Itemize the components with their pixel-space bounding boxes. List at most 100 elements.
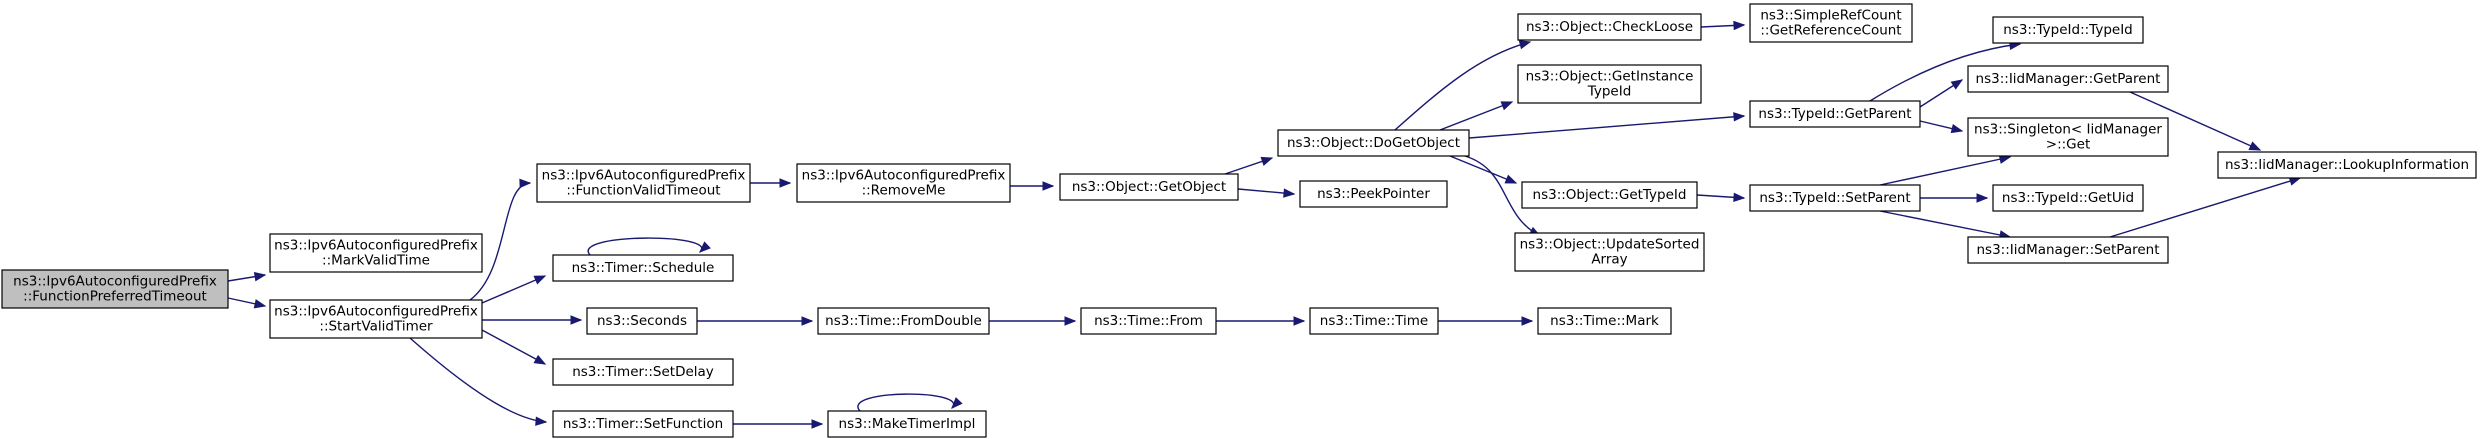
edge-setFunction-to-makeTimer xyxy=(733,419,824,429)
node-startValid[interactable]: ns3::Ipv6AutoconfiguredPrefix::StartVali… xyxy=(269,299,483,339)
node-timeMark[interactable]: ns3::Time::Mark xyxy=(1537,307,1672,335)
node-doGetObject[interactable]: ns3::Object::DoGetObject xyxy=(1277,129,1470,157)
node-box[interactable] xyxy=(1277,129,1470,157)
node-checkLoose[interactable]: ns3::Object::CheckLoose xyxy=(1517,13,1702,41)
edge-iidGetParent-to-lookupInfo xyxy=(2129,91,2262,151)
node-label: ::RemoveMe xyxy=(862,183,946,199)
edge-startValid-to-seconds xyxy=(482,315,583,325)
node-box[interactable] xyxy=(1521,181,1698,209)
node-typeSetParent[interactable]: ns3::TypeId::SetParent xyxy=(1749,184,1921,212)
node-box[interactable] xyxy=(1080,307,1217,335)
node-lookupInfo[interactable]: ns3::IidManager::LookupInformation xyxy=(2217,151,2477,179)
edge-startValid-to-setDelay xyxy=(481,329,547,365)
node-label: ns3::Timer::Schedule xyxy=(572,260,715,276)
node-label: ns3::Object::DoGetObject xyxy=(1287,135,1460,151)
node-label: ns3::Object::GetTypeId xyxy=(1533,187,1687,203)
node-iidSetParent[interactable]: ns3::IidManager::SetParent xyxy=(1967,236,2169,264)
node-funcValid[interactable]: ns3::Ipv6AutoconfiguredPrefix::FunctionV… xyxy=(536,163,751,203)
edge-seconds-to-fromDouble xyxy=(697,316,814,326)
node-label: ns3::TypeId::GetParent xyxy=(1758,106,1911,122)
node-label: ns3::Ipv6AutoconfiguredPrefix xyxy=(802,168,1006,184)
edge-getObject-to-peekPointer xyxy=(1237,188,1296,198)
node-box[interactable] xyxy=(1299,180,1448,208)
edge-typeSetParent-to-singletonGet xyxy=(1879,154,2012,186)
node-box[interactable] xyxy=(552,410,734,438)
node-label: ns3::Ipv6AutoconfiguredPrefix xyxy=(274,304,478,320)
node-removeMe[interactable]: ns3::Ipv6AutoconfiguredPrefix::RemoveMe xyxy=(796,163,1011,203)
node-box[interactable] xyxy=(1,269,229,309)
node-box[interactable] xyxy=(817,307,990,335)
node-box[interactable] xyxy=(1749,100,1921,128)
node-root[interactable]: ns3::Ipv6AutoconfiguredPrefix::FunctionP… xyxy=(1,269,229,309)
node-box[interactable] xyxy=(1992,184,2144,212)
node-setDelay[interactable]: ns3::Timer::SetDelay xyxy=(552,358,734,386)
node-box[interactable] xyxy=(796,163,1011,203)
node-box[interactable] xyxy=(586,307,698,335)
edge-doGetObject-to-typeGetParent xyxy=(1468,112,1746,139)
node-label: ns3::Timer::SetDelay xyxy=(572,364,714,380)
edge-root-to-startValid xyxy=(227,297,267,309)
nodes-layer: ns3::Ipv6AutoconfiguredPrefix::FunctionP… xyxy=(1,3,2477,438)
node-box[interactable] xyxy=(269,299,483,339)
node-peekPointer[interactable]: ns3::PeekPointer xyxy=(1299,180,1448,208)
node-label: ns3::Time::From xyxy=(1094,313,1203,329)
node-box[interactable] xyxy=(1514,232,1705,272)
node-box[interactable] xyxy=(1537,307,1672,335)
node-simpleRef[interactable]: ns3::SimpleRefCount::GetReferenceCount xyxy=(1749,3,1913,43)
node-box[interactable] xyxy=(1309,307,1439,335)
node-label: ns3::Ipv6AutoconfiguredPrefix xyxy=(13,274,217,290)
node-markValid[interactable]: ns3::Ipv6AutoconfiguredPrefix::MarkValid… xyxy=(269,233,483,273)
node-box[interactable] xyxy=(1517,64,1702,104)
node-box[interactable] xyxy=(1967,236,2169,264)
edge-doGetObject-to-checkLoose xyxy=(1394,40,1532,131)
node-box[interactable] xyxy=(1749,3,1913,43)
edge-schedule-to-schedule xyxy=(587,237,711,256)
node-singletonGet[interactable]: ns3::Singleton< IidManager >::Get xyxy=(1967,117,2169,157)
node-box[interactable] xyxy=(1517,13,1702,41)
node-typeTypeId[interactable]: ns3::TypeId::TypeId xyxy=(1992,16,2144,44)
node-timeTime[interactable]: ns3::Time::Time xyxy=(1309,307,1439,335)
node-box[interactable] xyxy=(269,233,483,273)
edge-makeTimer-to-makeTimer xyxy=(857,393,963,412)
node-label: ns3::Time::Time xyxy=(1320,313,1428,329)
node-box[interactable] xyxy=(552,358,734,386)
node-setFunction[interactable]: ns3::Timer::SetFunction xyxy=(552,410,734,438)
node-box[interactable] xyxy=(1059,173,1239,201)
node-label: ns3::IidManager::SetParent xyxy=(1977,242,2160,258)
node-box[interactable] xyxy=(1967,65,2169,93)
node-label: ns3::Seconds xyxy=(597,313,687,329)
node-typeGetParent[interactable]: ns3::TypeId::GetParent xyxy=(1749,100,1921,128)
node-box[interactable] xyxy=(1992,16,2144,44)
node-label: ns3::SimpleRefCount xyxy=(1760,8,1901,24)
node-label: ::StartValidTimer xyxy=(319,319,433,335)
node-label: ns3::Timer::SetFunction xyxy=(563,416,723,432)
node-label: ns3::MakeTimerImpl xyxy=(839,416,976,432)
edge-startValid-to-funcValid xyxy=(469,178,532,301)
node-label: ns3::Time::FromDouble xyxy=(825,313,982,329)
node-box[interactable] xyxy=(2217,151,2477,179)
node-box[interactable] xyxy=(1749,184,1921,212)
node-seconds[interactable]: ns3::Seconds xyxy=(586,307,698,335)
node-getObject[interactable]: ns3::Object::GetObject xyxy=(1059,173,1239,201)
node-schedule[interactable]: ns3::Timer::Schedule xyxy=(552,254,734,282)
node-label: ns3::Singleton< IidManager xyxy=(1974,122,2162,138)
node-makeTimer[interactable]: ns3::MakeTimerImpl xyxy=(827,410,987,438)
node-box[interactable] xyxy=(1967,117,2169,157)
node-label: ns3::TypeId::TypeId xyxy=(2003,22,2133,38)
node-iidGetParent[interactable]: ns3::IidManager::GetParent xyxy=(1967,65,2169,93)
edge-fromDouble-to-timeFrom xyxy=(989,316,1077,326)
node-objGetTypeId[interactable]: ns3::Object::GetTypeId xyxy=(1521,181,1698,209)
node-timeFrom[interactable]: ns3::Time::From xyxy=(1080,307,1217,335)
node-box[interactable] xyxy=(552,254,734,282)
node-box[interactable] xyxy=(827,410,987,438)
node-typeGetUid[interactable]: ns3::TypeId::GetUid xyxy=(1992,184,2144,212)
node-box[interactable] xyxy=(536,163,751,203)
edge-getObject-to-doGetObject xyxy=(1224,156,1274,175)
node-label: ns3::Object::GetInstance xyxy=(1526,69,1694,85)
edge-startValid-to-schedule xyxy=(481,275,547,304)
node-label: ns3::IidManager::GetParent xyxy=(1976,71,2161,87)
node-fromDouble[interactable]: ns3::Time::FromDouble xyxy=(817,307,990,335)
